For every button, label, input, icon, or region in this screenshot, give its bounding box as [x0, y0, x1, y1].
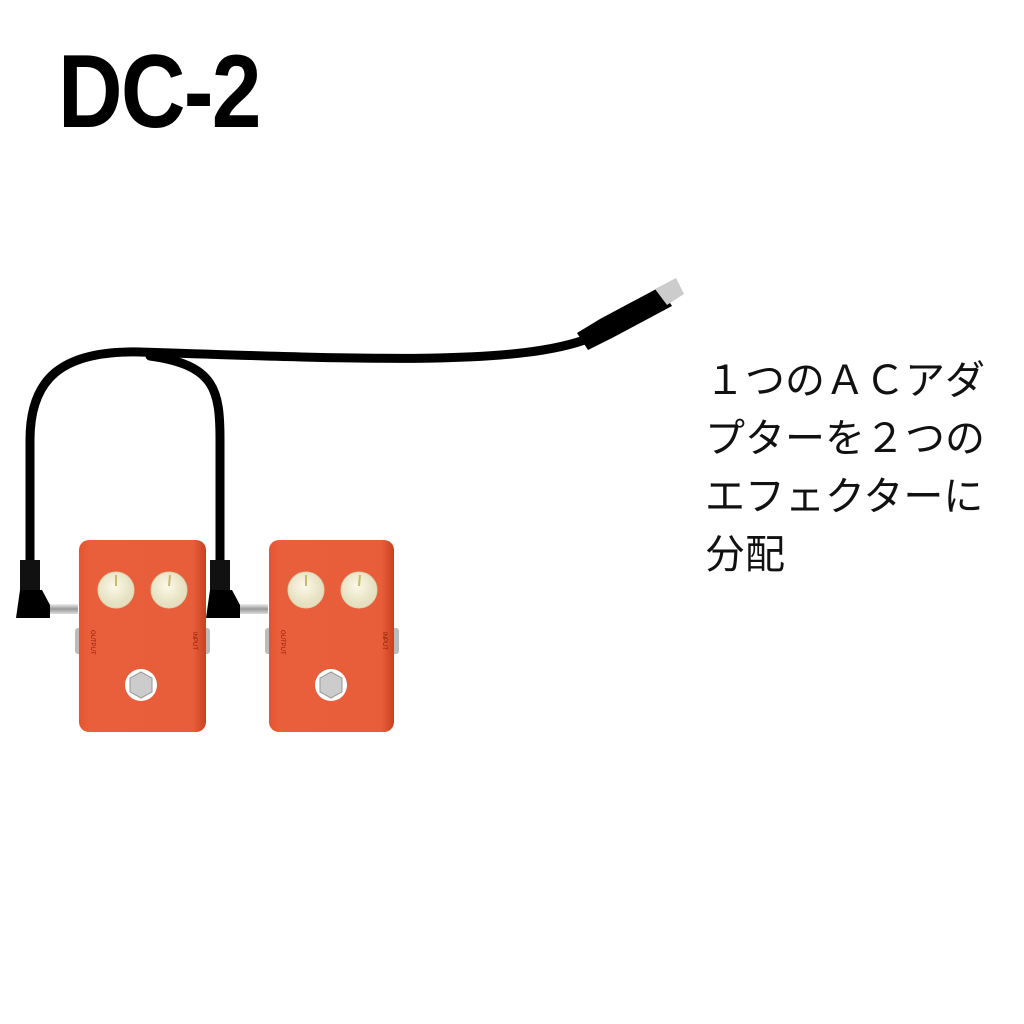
caption-line: １つのＡＣアダ [705, 358, 985, 404]
caption-line: プターを２つの [705, 416, 985, 462]
knob-icon [97, 571, 135, 609]
input-label: INPUT [381, 632, 387, 650]
knob-icon [340, 571, 378, 609]
input-label: INPUT [191, 632, 197, 650]
dc-cable [25, 333, 595, 570]
angle-plug-icon [16, 560, 78, 618]
effect-pedal: OUTPUT INPUT [265, 540, 399, 732]
angle-plug-icon [206, 560, 268, 618]
caption: １つのＡＣアダプターを２つのエフェクターに分配 [705, 352, 985, 584]
product-title: DC-2 [58, 34, 262, 150]
effect-pedal: OUTPUT INPUT [75, 540, 210, 732]
dc-plug-icon [577, 278, 684, 350]
output-label: OUTPUT [89, 630, 95, 655]
caption-line: エフェクターに [705, 474, 984, 520]
knob-icon [150, 571, 188, 609]
caption-line: 分配 [705, 532, 785, 578]
output-label: OUTPUT [279, 630, 285, 655]
knob-icon [287, 571, 325, 609]
